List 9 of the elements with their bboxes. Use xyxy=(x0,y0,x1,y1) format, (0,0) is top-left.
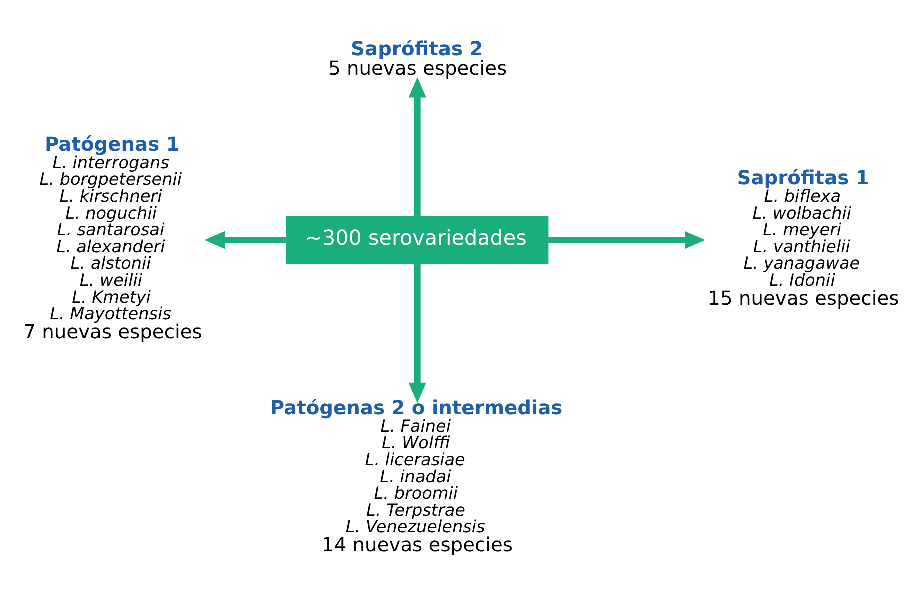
node-text: Saprófitas 2 5 nuevas especies xyxy=(328,38,508,80)
node-box: ~300 serovariedades xyxy=(286,216,549,264)
arrow xyxy=(204,231,287,250)
arrow xyxy=(408,77,426,216)
node-text: Patógenas 2 o intermedias L. Fainei L. Wolffi L. licerasiae L. inadai L. broomii L. Terpstrae L. Venezuelensis 14 nuevas especies xyxy=(270,396,563,556)
arrow xyxy=(408,264,426,404)
arrow xyxy=(548,231,706,250)
node-text: Patógenas 1 L. interrogans L. borgpetersenii L. kirschneri L. noguchii L. santarosai L. alexanderi L. alstonii L. weilii L. Kmetyi L. Mayottensis 7 nuevas especies xyxy=(24,133,202,344)
node-text: Saprófitas 1 L. biflexa L. wolbachii L. meyeri L. vanthielii L. yanagawae L. Idonii 15 nuevas especies xyxy=(708,166,900,310)
